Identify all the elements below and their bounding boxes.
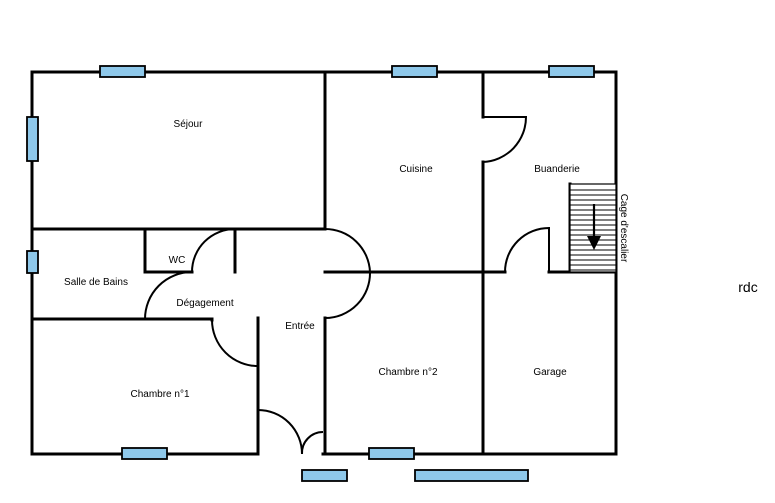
room-label-salle-de-bains: Salle de Bains xyxy=(64,277,128,288)
windows xyxy=(26,65,595,482)
room-label-wc: WC xyxy=(169,255,186,266)
door-salle-de-bains xyxy=(144,271,193,320)
window xyxy=(121,447,168,460)
room-label-chambre1: Chambre n°1 xyxy=(130,389,189,400)
room-label-cuisine: Cuisine xyxy=(399,164,433,175)
window xyxy=(99,65,146,78)
window xyxy=(301,469,348,482)
door-wc xyxy=(191,228,236,273)
window xyxy=(391,65,438,78)
window xyxy=(26,250,39,274)
walls xyxy=(30,70,618,456)
room-label-cage-escalier: Cage d'escalier xyxy=(618,194,629,263)
door-entree-right xyxy=(300,430,324,455)
door-buanderie-lower xyxy=(504,226,550,273)
window xyxy=(368,447,415,460)
door-chambre1 xyxy=(211,319,259,367)
door-cuisine xyxy=(324,227,372,319)
window xyxy=(414,469,529,482)
room-label-garage: Garage xyxy=(533,367,567,378)
level-label: rdc xyxy=(738,279,757,295)
stair-arrow xyxy=(587,204,601,250)
room-label-buanderie: Buanderie xyxy=(534,164,580,175)
room-label-sejour: Séjour xyxy=(174,119,204,130)
room-label-chambre2: Chambre n°2 xyxy=(378,367,437,378)
window xyxy=(548,65,595,78)
door-entree-left xyxy=(257,409,303,455)
room-label-entree: Entrée xyxy=(285,321,315,332)
doors xyxy=(144,116,550,455)
door-buanderie xyxy=(482,116,528,163)
window xyxy=(26,116,39,162)
room-label-degagement: Dégagement xyxy=(176,298,233,309)
room-labels: Séjour Cuisine Buanderie Cage d'escalier… xyxy=(64,119,629,400)
